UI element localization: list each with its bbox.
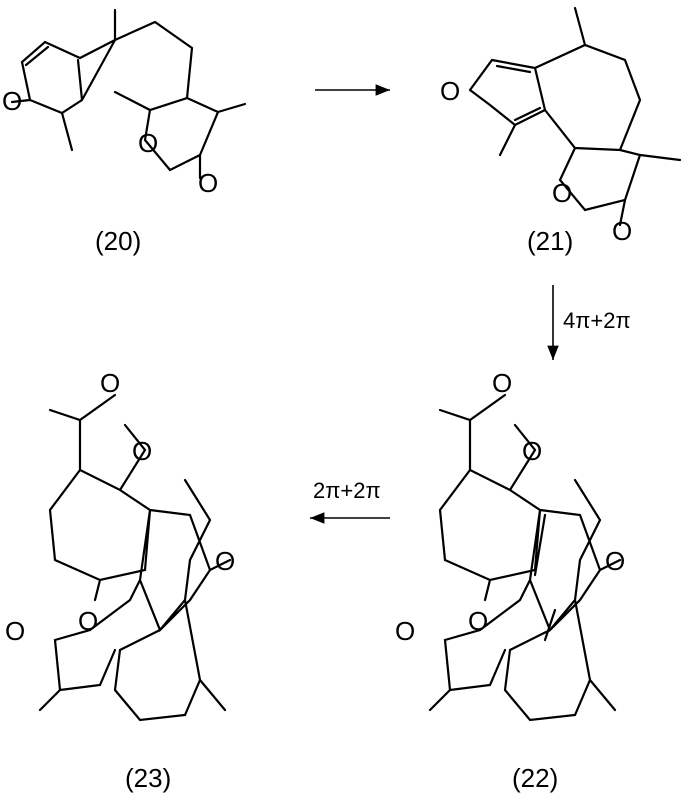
oxygen-atom: O bbox=[100, 368, 120, 398]
structure-21: O O O bbox=[440, 6, 682, 246]
structure-20: O O O bbox=[2, 8, 247, 198]
oxygen-atom: O bbox=[5, 616, 25, 646]
oxygen-atom: O bbox=[492, 368, 512, 398]
oxygen-atom: O bbox=[132, 436, 152, 466]
oxygen-atom: O bbox=[468, 606, 488, 636]
oxygen-atom: O bbox=[440, 76, 460, 106]
compound-label-21: (21) bbox=[527, 226, 574, 256]
oxygen-atom: O bbox=[2, 86, 22, 116]
structure-22: O O O O O bbox=[395, 368, 625, 722]
oxygen-atom: O bbox=[78, 606, 98, 636]
oxygen-atom: O bbox=[552, 178, 572, 208]
arrow-condition-22-to-23: 2π+2π bbox=[313, 478, 381, 503]
oxygen-atom: O bbox=[612, 216, 632, 246]
oxygen-atom: O bbox=[198, 168, 218, 198]
compound-label-20: (20) bbox=[95, 226, 142, 256]
oxygen-atom: O bbox=[395, 616, 415, 646]
oxygen-atom: O bbox=[215, 546, 235, 576]
arrow-condition-21-to-22: 4π+2π bbox=[563, 308, 631, 333]
structure-23: O O O O O bbox=[5, 368, 235, 722]
compound-label-22: (22) bbox=[512, 763, 559, 793]
compound-label-23: (23) bbox=[125, 763, 172, 793]
oxygen-atom: O bbox=[522, 436, 542, 466]
oxygen-atom: O bbox=[138, 128, 158, 158]
oxygen-atom: O bbox=[605, 546, 625, 576]
